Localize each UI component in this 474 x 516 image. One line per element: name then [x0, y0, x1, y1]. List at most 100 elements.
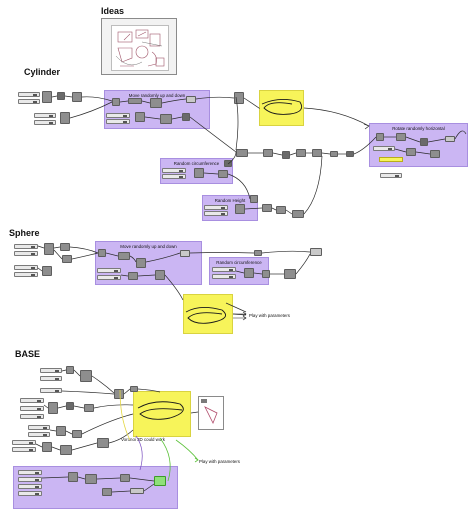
component-node[interactable]: [120, 474, 130, 482]
number-slider[interactable]: [12, 447, 36, 452]
component-node[interactable]: [234, 92, 244, 104]
component-node[interactable]: [262, 204, 272, 212]
number-slider[interactable]: [34, 113, 56, 118]
component-node[interactable]: [282, 151, 290, 159]
component-node[interactable]: [72, 430, 82, 438]
number-slider[interactable]: [34, 120, 56, 125]
component-node[interactable]: [263, 149, 273, 157]
component-node[interactable]: [114, 389, 124, 399]
component-node[interactable]: [224, 160, 232, 167]
component-node[interactable]: [60, 112, 70, 124]
component-node[interactable]: [296, 149, 306, 157]
component-node[interactable]: [194, 168, 204, 178]
number-slider[interactable]: [20, 414, 44, 419]
number-slider[interactable]: [12, 440, 36, 445]
component-node[interactable]: [182, 113, 190, 121]
component-node[interactable]: [254, 250, 262, 256]
component-node[interactable]: [62, 255, 72, 263]
number-slider[interactable]: [40, 388, 62, 393]
number-slider[interactable]: [106, 119, 130, 124]
component-node[interactable]: [84, 404, 94, 412]
component-node[interactable]: [112, 98, 120, 106]
component-node[interactable]: [160, 114, 172, 124]
component-node[interactable]: [42, 266, 52, 276]
component-node-green[interactable]: [154, 476, 166, 486]
component-node[interactable]: [292, 210, 304, 218]
component-node[interactable]: [57, 92, 65, 100]
component-node[interactable]: [66, 402, 74, 410]
component-node[interactable]: [56, 426, 66, 436]
panel-node[interactable]: [130, 488, 144, 494]
component-node[interactable]: [155, 270, 165, 280]
component-node[interactable]: [376, 133, 384, 141]
number-slider[interactable]: [20, 398, 44, 403]
number-slider[interactable]: [28, 432, 50, 437]
component-node[interactable]: [420, 138, 428, 146]
number-slider[interactable]: [40, 376, 62, 381]
component-node[interactable]: [346, 151, 354, 157]
yellow-panel[interactable]: [379, 157, 403, 162]
component-node[interactable]: [44, 243, 54, 255]
number-slider[interactable]: [14, 251, 38, 256]
component-node[interactable]: [236, 149, 248, 157]
number-slider[interactable]: [14, 244, 38, 249]
component-node[interactable]: [312, 149, 322, 157]
component-node[interactable]: [102, 488, 112, 496]
panel-node[interactable]: [310, 248, 322, 256]
component-node[interactable]: [406, 148, 416, 156]
number-slider[interactable]: [18, 99, 40, 104]
number-slider[interactable]: [162, 168, 186, 173]
component-node[interactable]: [135, 112, 145, 122]
component-node[interactable]: [42, 91, 52, 103]
component-node[interactable]: [80, 370, 92, 382]
number-slider[interactable]: [380, 173, 402, 178]
number-slider[interactable]: [14, 272, 38, 277]
number-slider[interactable]: [18, 491, 42, 496]
component-node[interactable]: [150, 98, 162, 108]
ideas-image-panel[interactable]: [101, 18, 177, 75]
component-node[interactable]: [136, 258, 146, 268]
number-slider[interactable]: [14, 265, 38, 270]
component-node[interactable]: [85, 474, 97, 484]
component-node[interactable]: [97, 438, 109, 448]
number-slider[interactable]: [20, 406, 44, 411]
number-slider[interactable]: [212, 267, 236, 272]
sticky-note-sphere[interactable]: [183, 294, 233, 334]
component-node[interactable]: [130, 386, 138, 392]
number-slider[interactable]: [18, 92, 40, 97]
component-node[interactable]: [330, 151, 338, 157]
component-node[interactable]: [250, 195, 258, 203]
number-slider[interactable]: [106, 113, 130, 118]
number-slider[interactable]: [18, 470, 42, 475]
component-node[interactable]: [262, 270, 270, 278]
number-slider[interactable]: [40, 368, 62, 373]
number-slider[interactable]: [18, 477, 42, 482]
component-node[interactable]: [60, 243, 70, 251]
component-node[interactable]: [66, 366, 74, 374]
component-node[interactable]: [48, 402, 58, 414]
number-slider[interactable]: [373, 146, 395, 151]
sticky-note-base[interactable]: [133, 391, 191, 437]
number-slider[interactable]: [18, 484, 42, 489]
number-slider[interactable]: [97, 268, 121, 273]
component-node[interactable]: [276, 206, 286, 214]
number-slider[interactable]: [212, 274, 236, 279]
component-node[interactable]: [98, 249, 106, 257]
component-node[interactable]: [118, 252, 130, 260]
number-slider[interactable]: [204, 205, 228, 210]
component-node[interactable]: [60, 445, 72, 455]
component-node[interactable]: [244, 268, 254, 278]
component-node[interactable]: [218, 170, 228, 178]
number-slider[interactable]: [28, 425, 50, 430]
component-node[interactable]: [128, 98, 142, 104]
component-node[interactable]: [235, 204, 245, 214]
base-preview-panel[interactable]: [198, 396, 224, 430]
panel-node[interactable]: [180, 250, 190, 257]
number-slider[interactable]: [204, 211, 228, 216]
component-node[interactable]: [284, 269, 296, 279]
number-slider[interactable]: [97, 275, 121, 280]
component-node[interactable]: [68, 472, 78, 482]
number-slider[interactable]: [162, 174, 186, 179]
component-node[interactable]: [72, 92, 82, 102]
